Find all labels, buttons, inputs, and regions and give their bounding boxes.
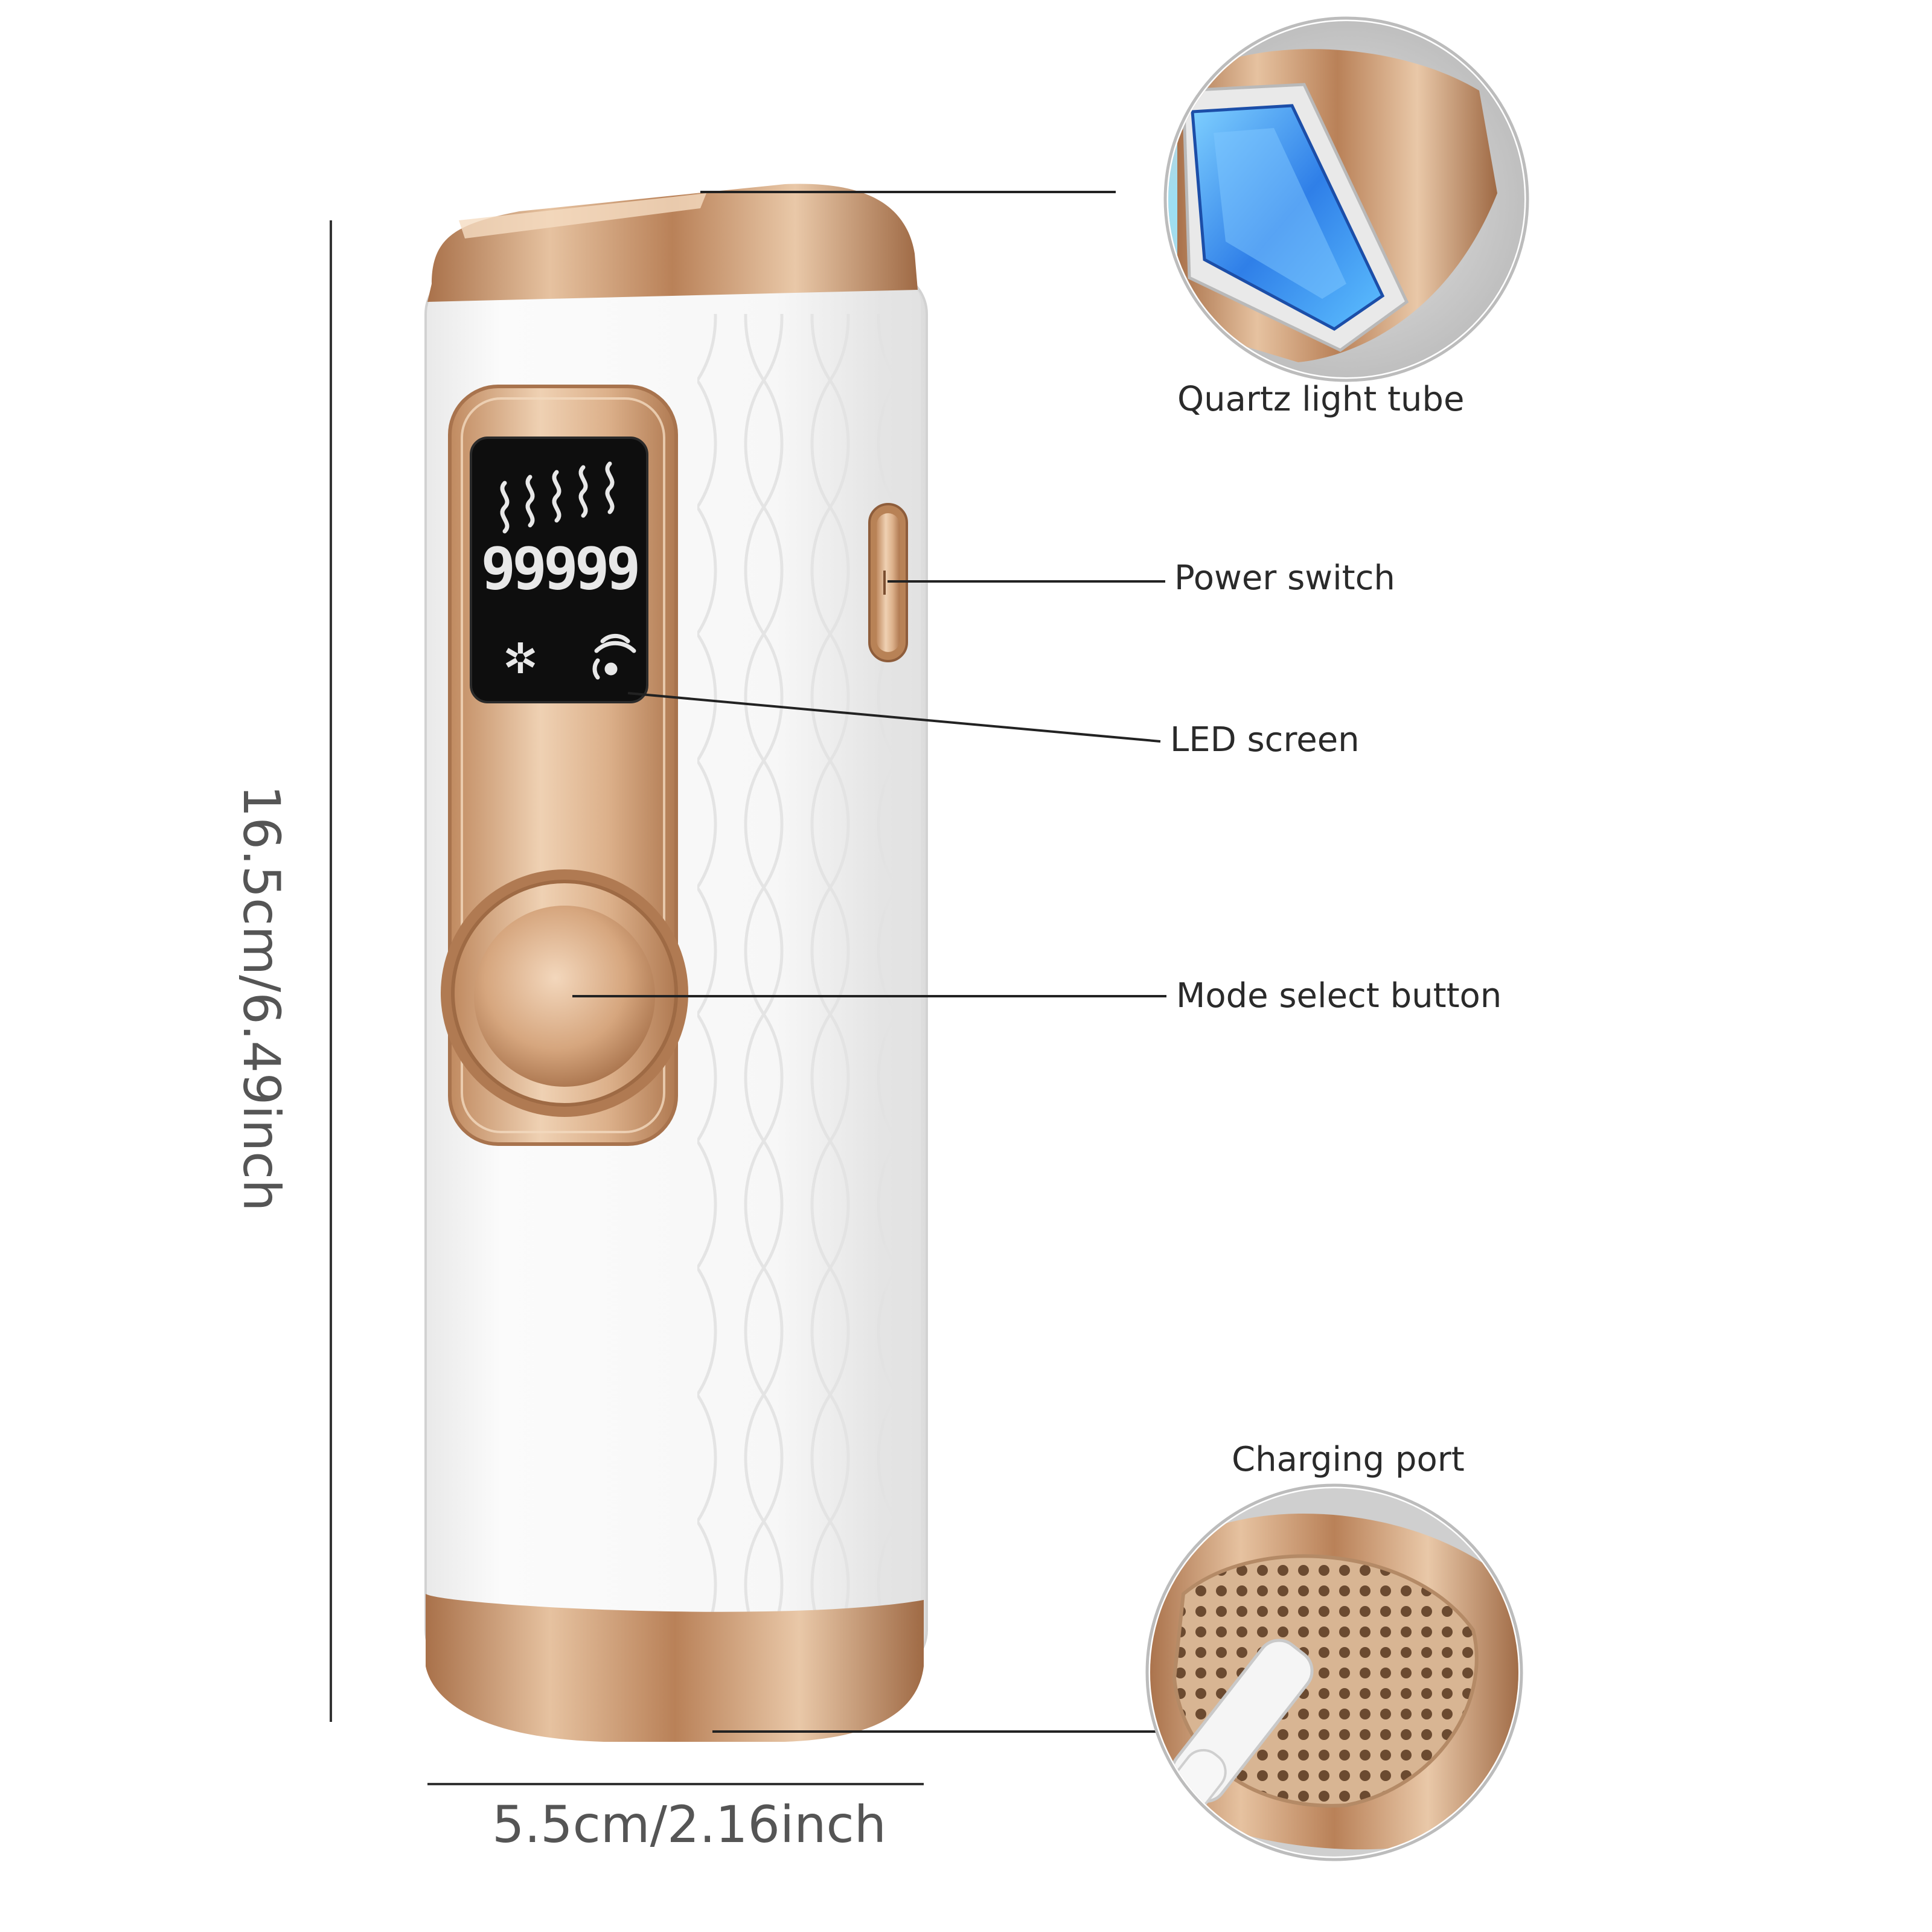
heat-wave-icons [500, 461, 615, 534]
mode-select-button [441, 869, 688, 1117]
device: 99999 ✲ [424, 184, 928, 1742]
leader-led [627, 692, 1161, 743]
quartz-light-tube-label: Quartz light tube [1177, 380, 1465, 419]
sensor-icon [592, 633, 636, 680]
height-dimension-label: 16.5cm/6.49inch [232, 785, 291, 1212]
mode-select-button-label: Mode select button [1176, 976, 1502, 1016]
led-screen: 99999 ✲ [470, 437, 648, 703]
charging-port-label: Charging port [1232, 1440, 1465, 1479]
body-texture [697, 314, 897, 1636]
snowflake-icon: ✲ [503, 634, 539, 683]
quartz-inset [1163, 16, 1529, 382]
charging-inset [1145, 1483, 1523, 1861]
power-switch-label: Power switch [1174, 558, 1395, 598]
flash-counter: 99999 [481, 535, 638, 603]
bottom-cap [426, 1594, 924, 1742]
width-dimension-label: 5.5cm/2.16inch [492, 1795, 886, 1854]
led-screen-label: LED screen [1170, 720, 1360, 760]
